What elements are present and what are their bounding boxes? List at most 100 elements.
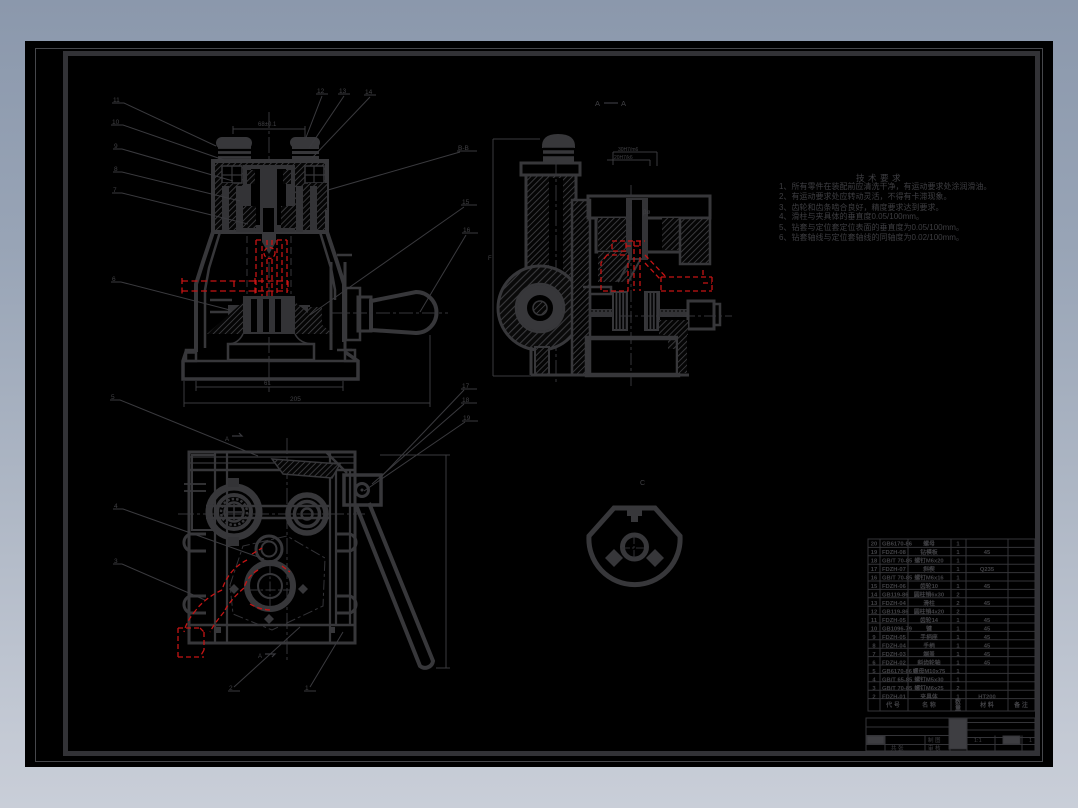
svg-text:45: 45 [984,601,991,607]
svg-text:2: 2 [956,601,959,607]
svg-text:审 核: 审 核 [928,744,941,752]
svg-text:14: 14 [365,89,373,96]
svg-text:螺钉M6x16: 螺钉M6x16 [914,574,944,582]
svg-text:45: 45 [984,584,991,590]
svg-text:1: 1 [956,550,960,556]
svg-text:6、钻套轴线与定位套轴线的同轴度为0.02/100mm。: 6、钻套轴线与定位套轴线的同轴度为0.02/100mm。 [779,232,964,242]
svg-text:6: 6 [112,276,116,283]
svg-text:1: 1 [956,567,960,573]
svg-text:GB1096-79: GB1096-79 [882,627,913,633]
svg-text:1: 1 [956,695,960,701]
svg-text:2、有运动要求处应转动灵活，不得有卡滞现象。: 2、有运动要求处应转动灵活，不得有卡滞现象。 [779,191,951,201]
svg-text:17: 17 [462,383,470,390]
svg-text:HT200: HT200 [978,695,995,701]
svg-text:68±0.1: 68±0.1 [258,122,277,128]
svg-text:45: 45 [984,661,991,667]
svg-text:3: 3 [114,558,118,565]
svg-text:GB/T 65-85: GB/T 65-85 [882,678,913,684]
svg-text:数: 数 [955,698,962,706]
svg-text:FDZH-08: FDZH-08 [882,550,907,556]
svg-text:1: 1 [956,576,960,582]
svg-text:205: 205 [290,396,301,403]
svg-text:手柄座: 手柄座 [920,633,938,641]
svg-text:1: 1 [956,661,960,667]
svg-text:GB/T 70-85: GB/T 70-85 [882,559,913,565]
svg-text:7: 7 [872,652,875,658]
svg-text:1: 1 [305,685,309,692]
svg-text:FDZH-04: FDZH-04 [882,644,907,650]
svg-text:2: 2 [956,593,959,599]
svg-text:GB6170-86: GB6170-86 [882,542,913,548]
svg-text:11: 11 [113,97,120,104]
svg-text:A: A [225,437,229,443]
svg-text:1:1: 1:1 [974,738,982,744]
svg-text:9: 9 [114,143,118,150]
svg-text:3: 3 [872,686,876,692]
svg-text:13: 13 [339,88,347,95]
svg-text:齿轮10: 齿轮10 [920,582,938,590]
svg-text:4、滑柱与夹具体的垂直度0.05/100mm。: 4、滑柱与夹具体的垂直度0.05/100mm。 [779,211,924,221]
svg-text:手柄: 手柄 [923,642,935,650]
svg-text:FDZH-05: FDZH-05 [882,635,907,641]
svg-text:1: 1 [956,635,960,641]
svg-text:12: 12 [871,610,877,616]
svg-text:2: 2 [956,610,959,616]
svg-text:钻模板: 钻模板 [920,548,938,556]
svg-text:5: 5 [111,394,115,401]
svg-text:13: 13 [871,601,878,607]
svg-text:15: 15 [871,584,878,590]
svg-text:共 张: 共 张 [891,744,904,752]
svg-text:GB/T 70-85: GB/T 70-85 [882,576,913,582]
svg-text:名 称: 名 称 [922,701,936,709]
svg-text:1: 1 [1029,738,1032,744]
svg-text:B-B: B-B [458,145,469,152]
svg-text:8: 8 [114,166,118,173]
svg-text:螺钉M5x30: 螺钉M5x30 [914,676,943,684]
svg-text:1: 1 [956,627,960,633]
svg-text:5、钻套与定位套定位表面的垂直度为0.05/100mm。: 5、钻套与定位套定位表面的垂直度为0.05/100mm。 [779,222,964,232]
svg-text:齿轮14: 齿轮14 [920,616,939,624]
svg-text:螺钉M6x25: 螺钉M6x25 [914,684,944,692]
svg-text:A: A [258,654,262,660]
svg-text:Q235: Q235 [980,567,995,573]
svg-text:6: 6 [872,661,876,667]
svg-text:材 料: 材 料 [979,701,994,709]
svg-text:螺母: 螺母 [923,540,935,548]
svg-text:45: 45 [984,550,991,556]
svg-text:C: C [640,480,645,487]
svg-text:A: A [595,99,600,108]
svg-text:45: 45 [984,635,991,641]
svg-text:键: 键 [925,625,932,633]
svg-text:FDZH-03: FDZH-03 [882,652,907,658]
svg-text:10: 10 [871,627,877,633]
svg-text:FDZH-01: FDZH-01 [882,695,907,701]
svg-text:圆柱销4x20: 圆柱销4x20 [914,608,944,616]
svg-text:9: 9 [872,635,876,641]
svg-text:FDZH-02: FDZH-02 [882,661,906,667]
svg-text:FDZH-07: FDZH-07 [882,567,906,573]
svg-text:螺母M10x75: 螺母M10x75 [913,667,946,675]
svg-text:17: 17 [871,567,877,573]
svg-text:61: 61 [264,381,271,387]
svg-text:滑柱: 滑柱 [923,599,935,607]
svg-text:量: 量 [955,704,961,712]
svg-text:4: 4 [114,503,118,510]
svg-text:1、所有零件在装配前应清洗干净，有运动要求处涂润滑油。: 1、所有零件在装配前应清洗干净，有运动要求处涂润滑油。 [779,181,991,191]
svg-text:2: 2 [956,686,959,692]
svg-text:45: 45 [984,652,991,658]
svg-text:19: 19 [463,415,471,422]
svg-text:代 号: 代 号 [885,701,900,709]
svg-text:A: A [621,99,626,108]
svg-text:斜楔: 斜楔 [922,565,935,573]
svg-text:1: 1 [956,644,960,650]
svg-text:GB/T 70-85: GB/T 70-85 [882,686,913,692]
svg-text:12: 12 [317,88,325,95]
svg-text:1: 1 [956,584,960,590]
svg-text:20H7/k6: 20H7/k6 [614,155,633,161]
svg-text:1: 1 [956,652,960,658]
svg-text:18: 18 [462,397,470,404]
svg-text:1: 1 [956,669,960,675]
svg-text:10: 10 [112,119,120,126]
svg-text:1: 1 [956,618,960,624]
svg-text:2: 2 [872,695,875,701]
